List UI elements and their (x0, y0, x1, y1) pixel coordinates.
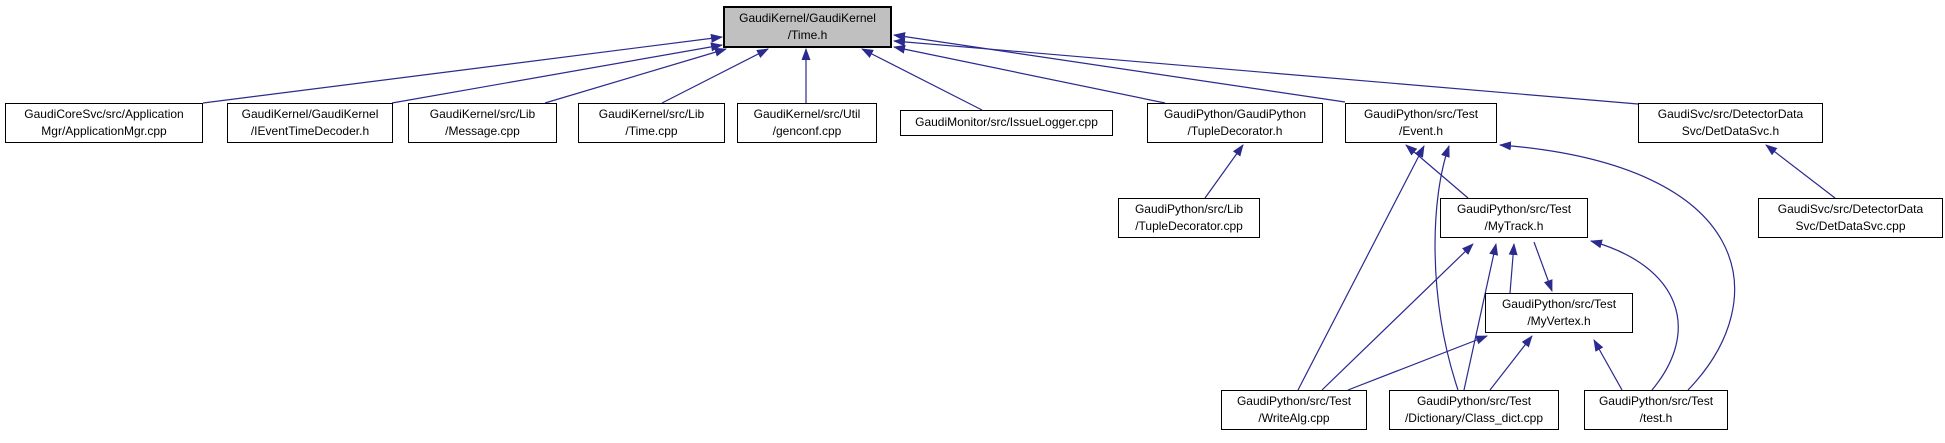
node-issuelogger_cpp[interactable]: GaudiMonitor/src/IssueLogger.cpp (900, 110, 1113, 136)
node-test_h[interactable]: GaudiPython/src/Test /test.h (1584, 390, 1728, 430)
edge-event_h-time_h (893, 32, 1346, 103)
node-tupledecorator_h[interactable]: GaudiPython/GaudiPython /TupleDecorator.… (1147, 103, 1323, 143)
node-ieventtimedecoder_h[interactable]: GaudiKernel/GaudiKernel /IEventTimeDecod… (227, 103, 393, 143)
node-applicationmgr_cpp[interactable]: GaudiCoreSvc/src/Application Mgr/Applica… (5, 103, 203, 143)
edge-mytrack_h-myvertex_h (1533, 241, 1553, 292)
node-time_cpp[interactable]: GaudiKernel/src/Lib /Time.cpp (578, 103, 725, 143)
node-myvertex_h[interactable]: GaudiPython/src/Test /MyVertex.h (1485, 293, 1633, 333)
edge-detdatasvc_cpp-detdatasvc_h (1765, 144, 1836, 199)
edge-time_cpp-time_h (661, 48, 769, 104)
edge-myvertex_h-mytrack_h (1508, 243, 1518, 294)
edge-tupledecorator_h-time_h (893, 44, 1166, 104)
edge-message_cpp-time_h (544, 47, 727, 104)
node-mytrack_h[interactable]: GaudiPython/src/Test /MyTrack.h (1440, 198, 1588, 238)
edge-test_h-event_h (1499, 141, 1736, 391)
edge-detdatasvc_h-time_h (893, 37, 1639, 105)
node-writealg_cpp[interactable]: GaudiPython/src/Test /WriteAlg.cpp (1221, 390, 1367, 430)
node-tupledecorator_cpp[interactable]: GaudiPython/src/Lib /TupleDecorator.cpp (1118, 198, 1260, 238)
node-message_cpp[interactable]: GaudiKernel/src/Lib /Message.cpp (408, 103, 557, 143)
edge-test_h-mytrack_h (1590, 239, 1679, 391)
node-event_h[interactable]: GaudiPython/src/Test /Event.h (1345, 103, 1497, 143)
node-detdatasvc_h[interactable]: GaudiSvc/src/DetectorData Svc/DetDataSvc… (1638, 103, 1823, 143)
node-class_dict_cpp[interactable]: GaudiPython/src/Test /Dictionary/Class_d… (1389, 390, 1559, 430)
node-genconf_cpp[interactable]: GaudiKernel/src/Util /genconf.cpp (737, 103, 877, 143)
edge-ieventtimedecoder_h-time_h (391, 42, 723, 104)
edge-writealg_cpp-mytrack_h (1321, 243, 1474, 391)
edge-applicationmgr_cpp-time_h (202, 33, 723, 104)
edge-class_dict_cpp-myvertex_h (1489, 335, 1533, 391)
node-detdatasvc_cpp[interactable]: GaudiSvc/src/DetectorData Svc/DetDataSvc… (1758, 198, 1943, 238)
edge-class_dict_cpp-event_h (1434, 145, 1459, 391)
node-time_h: GaudiKernel/GaudiKernel /Time.h (723, 6, 892, 48)
edge-issuelogger_cpp-time_h (861, 48, 983, 111)
edge-writealg_cpp-event_h (1297, 145, 1425, 391)
edge-class_dict_cpp-mytrack_h (1463, 243, 1499, 391)
edge-test_h-myvertex_h (1593, 339, 1623, 391)
edge-writealg_cpp-myvertex_h (1347, 335, 1488, 391)
edge-mytrack_h-event_h (1405, 144, 1469, 199)
edge-tupledecorator_cpp-tupledecorator_h (1204, 144, 1244, 199)
